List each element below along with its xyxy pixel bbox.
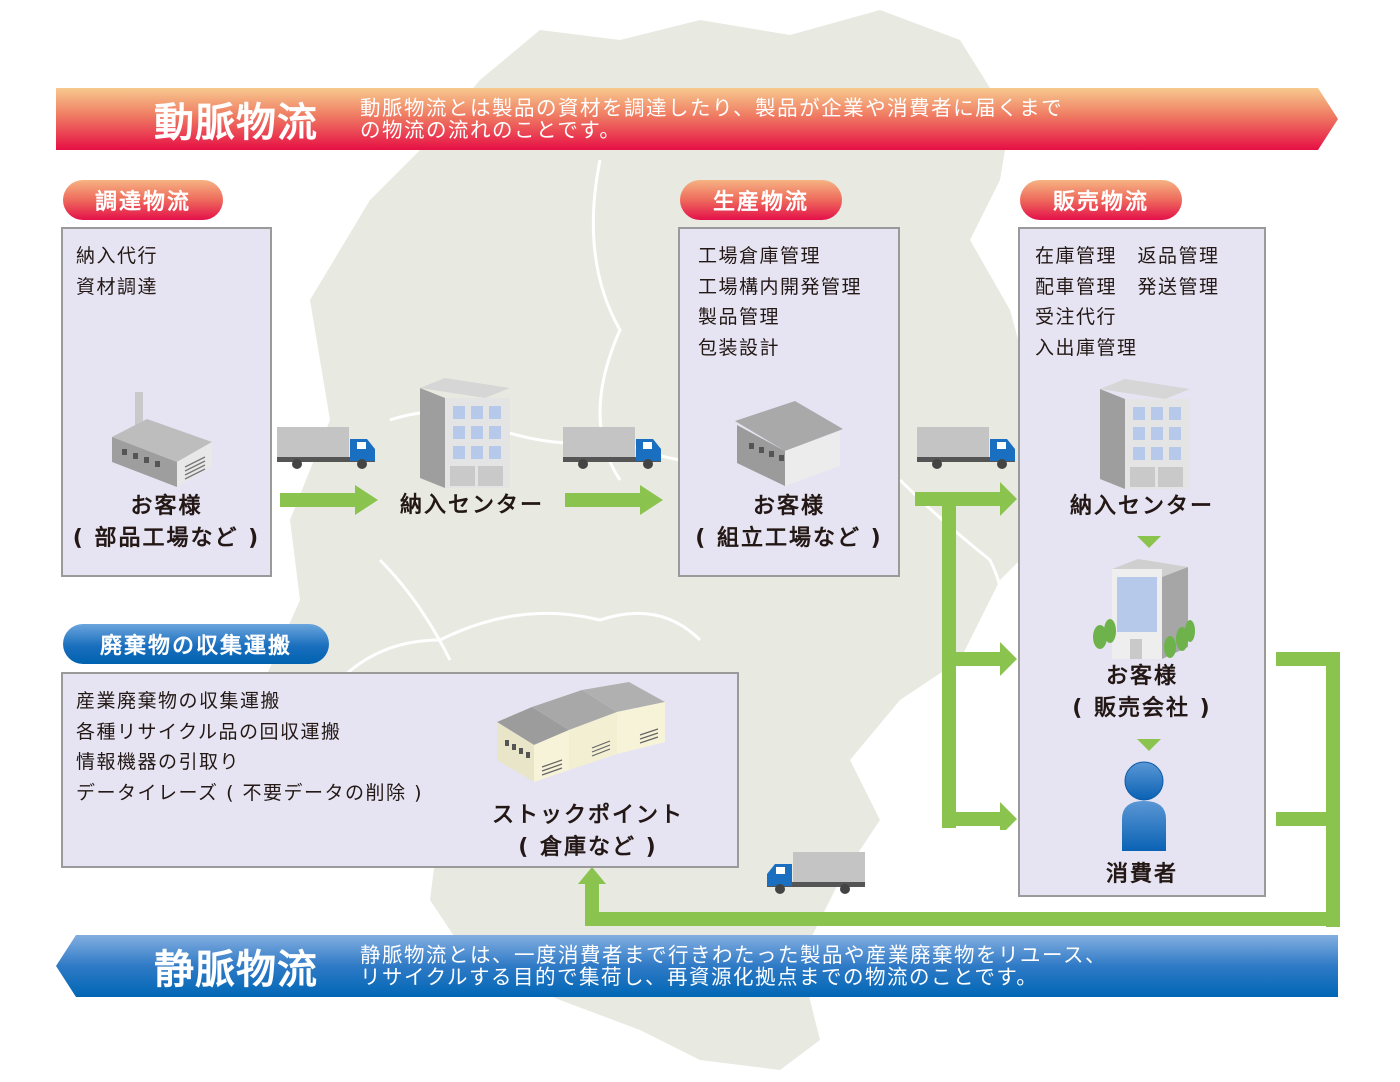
sales-box: 在庫管理 返品管理 配車管理 発送管理 受注代行 入出庫管理 納入センター お客…: [1018, 227, 1266, 897]
company-building-icon: [1093, 559, 1195, 659]
procurement-node: お客様 ( 部品工場など ): [63, 491, 270, 555]
distribution-arrows-icon: [915, 482, 1017, 830]
stock-point-node: ストックポイント ( 倉庫など ): [473, 800, 703, 864]
sales-badge: 販売物流: [1020, 180, 1182, 220]
sales-company-node: お客様 ( 販売会社 ): [1020, 661, 1264, 725]
consumer-label: 消費者: [1105, 862, 1178, 887]
truck-icon: [277, 427, 375, 469]
waste-badge: 廃棄物の収集運搬: [63, 624, 329, 664]
sales-item-row: 在庫管理 返品管理: [1035, 241, 1220, 272]
flow-arrow-icon: [565, 485, 663, 515]
stock-warehouse-icon: [497, 682, 665, 782]
procurement-badge: 調達物流: [63, 180, 223, 220]
production-item: 包装設計: [698, 336, 781, 359]
banner-title: 動脈物流: [154, 100, 318, 146]
office-building-icon: [420, 378, 510, 488]
waste-item: 各種リサイクル品の回収運搬: [76, 720, 342, 743]
office-building-icon: [1100, 379, 1190, 489]
node-sublabel: ( 販売会社 ): [1072, 696, 1212, 721]
waste-box: 産業廃棄物の収集運搬 各種リサイクル品の回収運搬 情報機器の引取り データイレー…: [61, 672, 739, 868]
production-item: 製品管理: [698, 306, 781, 328]
banner-title: 静脈物流: [154, 947, 318, 993]
return-flow-arrow-icon: [578, 652, 1340, 927]
sales-item: 配車管理: [1035, 275, 1118, 298]
node-label: お客様: [130, 494, 203, 519]
production-box: 工場倉庫管理 工場構内開発管理 製品管理 包装設計 お客様 ( 組立工場など ): [678, 227, 900, 577]
venous-logistics-banner: 静脈物流 静脈物流とは、一度消費者まで行きわたった製品や産業廃棄物をリユース、 …: [56, 935, 1338, 997]
production-items: 工場倉庫管理 工場構内開発管理 製品管理 包装設計: [698, 241, 862, 363]
production-node: お客様 ( 組立工場など ): [680, 491, 898, 555]
production-item: 工場倉庫管理: [698, 245, 822, 267]
down-triangle-icon: [1137, 536, 1161, 548]
production-item: 工場構内開発管理: [698, 275, 863, 298]
production-badge: 生産物流: [680, 180, 842, 220]
truck-icon: [767, 852, 865, 894]
down-triangle-icon: [1137, 739, 1161, 751]
sales-item-row: 入出庫管理: [1035, 333, 1220, 364]
node-label: ストックポイント: [491, 803, 684, 828]
arterial-logistics-banner: 動脈物流 動脈物流とは製品の資材を調達したり、製品が企業や消費者に届くまで の物…: [56, 88, 1338, 150]
sales-item: 在庫管理: [1035, 245, 1118, 267]
node-sublabel: ( 倉庫など ): [518, 835, 658, 860]
procurement-item: 資材調達: [76, 275, 159, 298]
factory-icon: [112, 392, 212, 487]
banner-description: 動脈物流とは製品の資材を調達したり、製品が企業や消費者に届くまで の物流の流れの…: [360, 96, 1064, 142]
waste-items: 産業廃棄物の収集運搬 各種リサイクル品の回収運搬 情報機器の引取り データイレー…: [76, 686, 423, 808]
waste-item: データイレーズ ( 不要データの削除 ): [76, 781, 423, 804]
consumer-person-icon: [1122, 761, 1166, 851]
procurement-items: 納入代行 資材調達: [76, 241, 158, 302]
sales-item: 返品管理: [1137, 245, 1220, 267]
delivery-center-label: 納入センター: [399, 493, 544, 518]
banner-description: 静脈物流とは、一度消費者まで行きわたった製品や産業廃棄物をリユース、 リサイクル…: [360, 943, 1107, 989]
truck-icon: [917, 427, 1015, 469]
node-sublabel: ( 組立工場など ): [695, 526, 883, 551]
waste-item: 産業廃棄物の収集運搬: [76, 690, 282, 712]
warehouse-icon: [735, 401, 843, 486]
waste-item: 情報機器の引取り: [76, 751, 241, 773]
node-sublabel: ( 部品工場など ): [72, 526, 261, 551]
sales-item: 入出庫管理: [1035, 336, 1138, 359]
procurement-box: 納入代行 資材調達 お客様 ( 部品工場など ): [61, 227, 272, 577]
sales-center-label: 納入センター: [1069, 494, 1214, 519]
node-label: お客様: [752, 494, 825, 519]
sales-item: 発送管理: [1137, 275, 1220, 298]
node-label: お客様: [1105, 664, 1178, 689]
sales-item-row: 配車管理 発送管理: [1035, 272, 1220, 303]
truck-icon: [563, 427, 661, 469]
procurement-item: 納入代行: [76, 245, 159, 267]
sales-items: 在庫管理 返品管理 配車管理 発送管理 受注代行 入出庫管理: [1035, 241, 1220, 363]
sales-item: 受注代行: [1035, 306, 1118, 328]
flow-arrow-icon: [280, 485, 378, 515]
sales-item-row: 受注代行: [1035, 302, 1220, 333]
